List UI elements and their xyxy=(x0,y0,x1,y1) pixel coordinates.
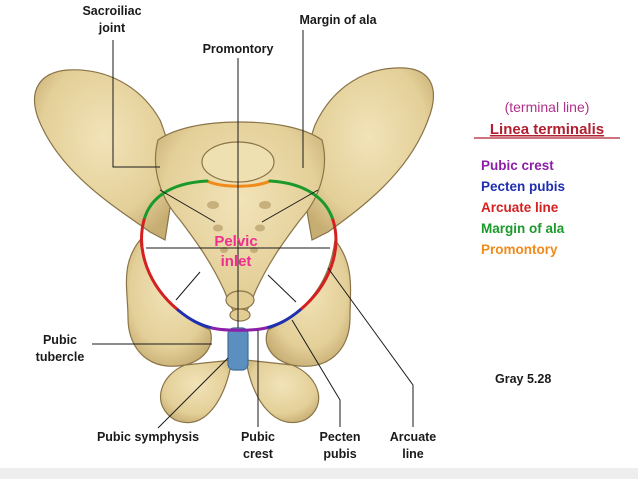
arcuate-line-right xyxy=(298,218,338,312)
legend-item-pubic-crest: Pubic crest xyxy=(481,158,554,173)
pubic-symphysis-label: Pubic symphysis xyxy=(97,430,199,444)
arcuate-line-label-2: line xyxy=(402,447,424,461)
left-iliac-wing xyxy=(33,69,174,241)
bottom-strip xyxy=(0,468,638,479)
coccyx-segment xyxy=(225,290,255,310)
coccyx-segment xyxy=(229,308,251,322)
pecten-pubis-line-left xyxy=(176,308,214,330)
pecten-pubis-label: Pecten xyxy=(320,430,361,444)
legend-item-arcuate-line: Arcuate line xyxy=(481,200,559,215)
margin-of-ala-label: Margin of ala xyxy=(299,13,377,27)
pubic-crest-line xyxy=(210,326,268,332)
sacroiliac-joint-label: Sacroiliac xyxy=(82,4,141,18)
margin-of-ala-line-left xyxy=(142,179,209,222)
right-ischium xyxy=(245,359,320,423)
sacrum xyxy=(154,121,326,319)
arcuate-line-label: Arcuate xyxy=(390,430,437,444)
pubic-tubercle-label-2: tubercle xyxy=(36,350,85,364)
legend-item-pecten-pubis: Pecten pubis xyxy=(481,179,565,194)
legend-item-margin-of-ala: Margin of ala xyxy=(481,221,565,236)
legend-subtitle: (terminal line) xyxy=(505,99,590,115)
source-citation: Gray 5.28 xyxy=(495,372,551,386)
pelvic-inlet-label-1: Pelvic xyxy=(214,233,257,250)
left-ischium xyxy=(159,359,233,423)
legend: (terminal line) Linea terminalis Pubic c… xyxy=(474,99,620,257)
promontory-label: Promontory xyxy=(203,42,274,56)
pubic-crest-label-2: crest xyxy=(243,447,274,461)
leader-lines xyxy=(92,30,414,429)
pecten-pubis-line-right xyxy=(264,308,302,330)
pubic-tubercle-label: Pubic xyxy=(43,333,77,347)
legend-title: Linea terminalis xyxy=(490,121,604,138)
sacral-foramina xyxy=(207,201,271,253)
pelvic-inlet-label-2: inlet xyxy=(221,253,252,270)
sacroiliac-joint-label-2: joint xyxy=(98,21,126,35)
inlet-diameters xyxy=(146,181,330,328)
arcuate-line-left xyxy=(140,218,180,312)
pubic-crest-label: Pubic xyxy=(241,430,275,444)
pecten-pubis-label-2: pubis xyxy=(323,447,356,461)
legend-item-promontory: Promontory xyxy=(481,242,558,257)
pubic-symphysis-disc xyxy=(227,327,249,371)
